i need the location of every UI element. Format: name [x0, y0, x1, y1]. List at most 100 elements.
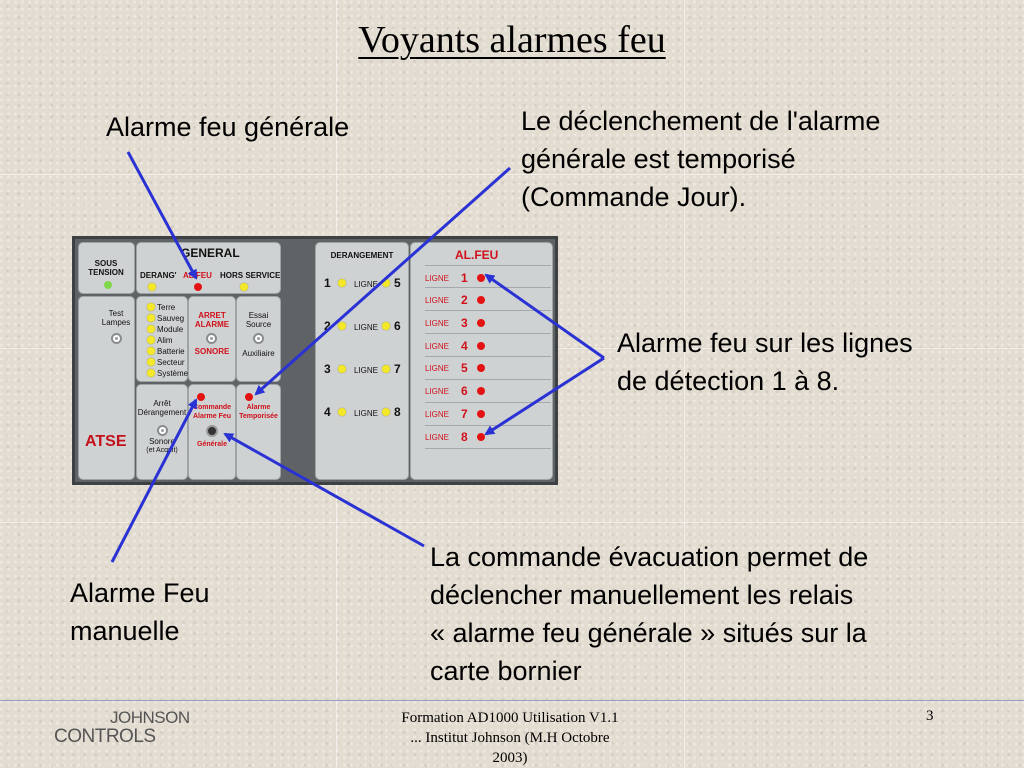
fault-led-secteur [147, 358, 155, 366]
grid-line [684, 0, 685, 768]
derangement-num-6: 6 [394, 319, 401, 333]
alarme-temporisee-led [245, 393, 253, 401]
callout-evacuation: La commande évacuation permet de déclenc… [430, 542, 869, 686]
alfeu-ligne-label: LIGNE [425, 364, 450, 373]
derangement-num-8: 8 [394, 405, 401, 419]
generale-label: Générale [197, 441, 227, 448]
callout-lignes: Alarme feu sur les lignes de détection 1… [617, 328, 913, 396]
derangement-num-5: 5 [394, 276, 401, 290]
derangement-num-2: 2 [324, 319, 331, 333]
alfeu-row-divider [425, 379, 551, 380]
alfeu-ligne-label: LIGNE [425, 387, 450, 396]
grid-line [0, 174, 1024, 175]
derangement-num-4: 4 [324, 405, 331, 419]
derangement-led-7 [382, 365, 390, 373]
alfeu-ligne-label: LIGNE [425, 274, 450, 283]
derangement-ligne-label: LIGNE [354, 409, 379, 418]
derangement-num-3: 3 [324, 362, 331, 376]
fault-led-alim [147, 336, 155, 344]
general-derang-label: DERANG' [140, 271, 177, 280]
alfeu-num-5: 5 [461, 361, 468, 375]
alfeu-led-3 [477, 319, 485, 327]
alfeu-ligne-label: LIGNE [425, 433, 450, 442]
fault-box: Terre Sauveg Module Alim Batterie Secteu… [136, 296, 188, 382]
callout-manuelle: Alarme Feu manuelle [70, 578, 210, 646]
general-alfeu-led [194, 283, 202, 291]
general-header: GENERAL [181, 246, 240, 260]
alfeu-row-divider [425, 448, 551, 449]
derangement-ligne-label: LIGNE [354, 280, 379, 289]
test-lampes-button[interactable] [111, 333, 122, 344]
derangement-led-8 [382, 408, 390, 416]
page-number: 3 [926, 708, 934, 724]
arrow-ligne-8 [484, 356, 605, 436]
commande-alarme-feu-led [197, 393, 205, 401]
alfeu-row-divider [425, 287, 551, 288]
arret-derangement-button[interactable] [157, 425, 168, 436]
derangement-num-1: 1 [324, 276, 331, 290]
alfeu-led-1 [477, 274, 485, 282]
auxiliaire-label: Auxiliaire [242, 349, 275, 358]
fault-label-terre: Terre [157, 303, 176, 312]
fault-led-terre [147, 303, 155, 311]
arrow-ligne-1 [484, 273, 605, 360]
callout-alarme-generale: Alarme feu générale [106, 112, 350, 142]
alfeu-row-divider [425, 310, 551, 311]
arret-alarme-button[interactable] [206, 333, 217, 344]
slide-title: Voyants alarmes feu [358, 19, 666, 61]
alfeu-num-2: 2 [461, 293, 468, 307]
arret-derangement-sonore-label: Sonore(et Acquit) [146, 437, 178, 454]
alfeu-ligne-label: LIGNE [425, 319, 450, 328]
arrow-manuelle [110, 398, 198, 563]
callout-temporisation: Le déclenchement de l'alarme générale es… [521, 106, 881, 212]
derangement-ligne-label: LIGNE [354, 366, 379, 375]
derangement-led-6 [382, 322, 390, 330]
footer-text: Formation AD1000 Utilisation V1.1 ... In… [401, 710, 619, 766]
fault-led-module [147, 325, 155, 333]
alfeu-ligne-label: LIGNE [425, 342, 450, 351]
derangement-ligne-label: LIGNE [354, 323, 379, 332]
alfeu-num-3: 3 [461, 316, 468, 330]
alfeu-num-4: 4 [461, 339, 468, 353]
arrow-general [126, 151, 198, 280]
alfeu-num-6: 6 [461, 384, 468, 398]
atse-logo: ATSE [85, 433, 127, 450]
sous-tension-led [104, 281, 112, 289]
derangement-header: DERANGEMENT [330, 251, 394, 260]
arrow-evacuation [223, 432, 425, 548]
fault-led-batterie [147, 347, 155, 355]
general-hors-service-label: HORS SERVICE [220, 271, 281, 280]
general-hors-service-led [240, 283, 248, 291]
alfeu-num-1: 1 [461, 271, 468, 285]
logo-bottom-text: CONTROLS [54, 726, 156, 747]
derangement-led-5 [382, 279, 390, 287]
commande-alarme-feu-key[interactable] [206, 425, 218, 437]
essai-source-button[interactable] [253, 333, 264, 344]
alfeu-header: AL.FEU [455, 248, 499, 262]
general-derang-led [148, 283, 156, 291]
alfeu-row-divider [425, 265, 551, 266]
fault-label-systeme: Système [157, 369, 189, 378]
alfeu-row-divider [425, 333, 551, 334]
grid-line [0, 522, 1024, 523]
fault-label-sauveg: Sauveg [157, 314, 185, 323]
derangement-box: DERANGEMENT 1 LIGNE 5 2 LIGNE 6 3 LIGNE … [315, 242, 409, 480]
alfeu-led-2 [477, 296, 485, 304]
alfeu-led-4 [477, 342, 485, 350]
derangement-led-2 [338, 322, 346, 330]
fault-led-systeme [147, 369, 155, 377]
alfeu-ligne-label: LIGNE [425, 410, 450, 419]
alfeu-num-8: 8 [461, 430, 468, 444]
